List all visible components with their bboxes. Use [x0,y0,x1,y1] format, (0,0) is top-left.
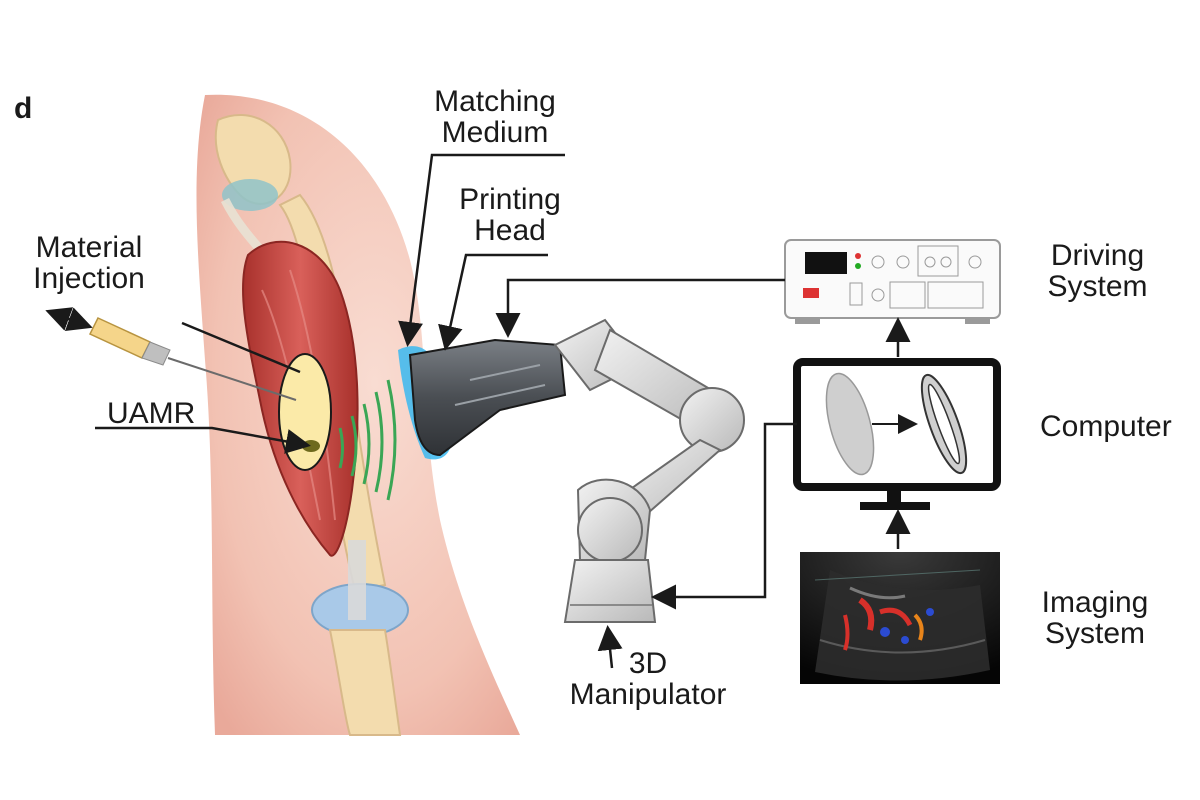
syringe [45,307,297,401]
connector-lines [95,153,911,669]
manipulator-label: 3D Manipulator [569,647,727,711]
printing-head-probe [408,338,567,457]
uamr-label: UAMR [107,397,196,430]
forearm-bone [328,629,402,736]
arm-illustration [196,94,521,736]
computer-label: Computer [1040,410,1172,443]
imaging-system-ultrasound [800,552,1000,684]
acoustic-waves [338,379,397,501]
computer-monitor [793,358,1001,510]
driving-system-label: Driving System [1047,239,1148,303]
material-injection-label: Material Injection [33,231,145,295]
robot-arm-3d-manipulator [553,318,745,623]
uamr-region [278,353,332,471]
shoulder-cartilage [222,179,278,211]
panel-letter: d [14,92,33,125]
driving-system-device [784,239,1001,324]
printing-head-label: Printing Head [459,183,561,247]
matching-medium-label: Matching Medium [434,85,556,149]
imaging-system-label: Imaging System [1041,586,1149,650]
